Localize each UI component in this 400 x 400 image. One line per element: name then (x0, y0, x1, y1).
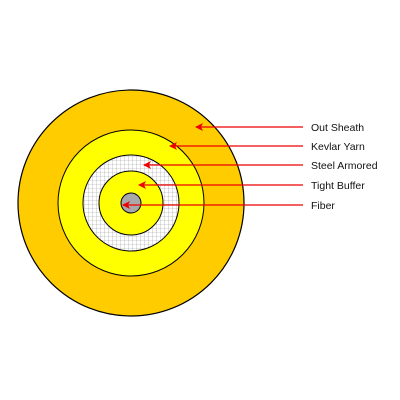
label-out-sheath: Out Sheath (311, 122, 364, 134)
tight-buffer-outline (98, 170, 164, 236)
out-sheath-outline (17, 89, 245, 317)
kevlar-yarn-outline (57, 129, 205, 277)
label-kevlar-yarn: Kevlar Yarn (311, 141, 365, 153)
label-fiber: Fiber (311, 200, 335, 212)
steel-armored-outline (82, 154, 180, 252)
label-tight-buffer: Tight Buffer (311, 180, 365, 192)
label-steel-armored: Steel Armored (311, 160, 378, 172)
fiber-core-outline (120, 192, 142, 214)
